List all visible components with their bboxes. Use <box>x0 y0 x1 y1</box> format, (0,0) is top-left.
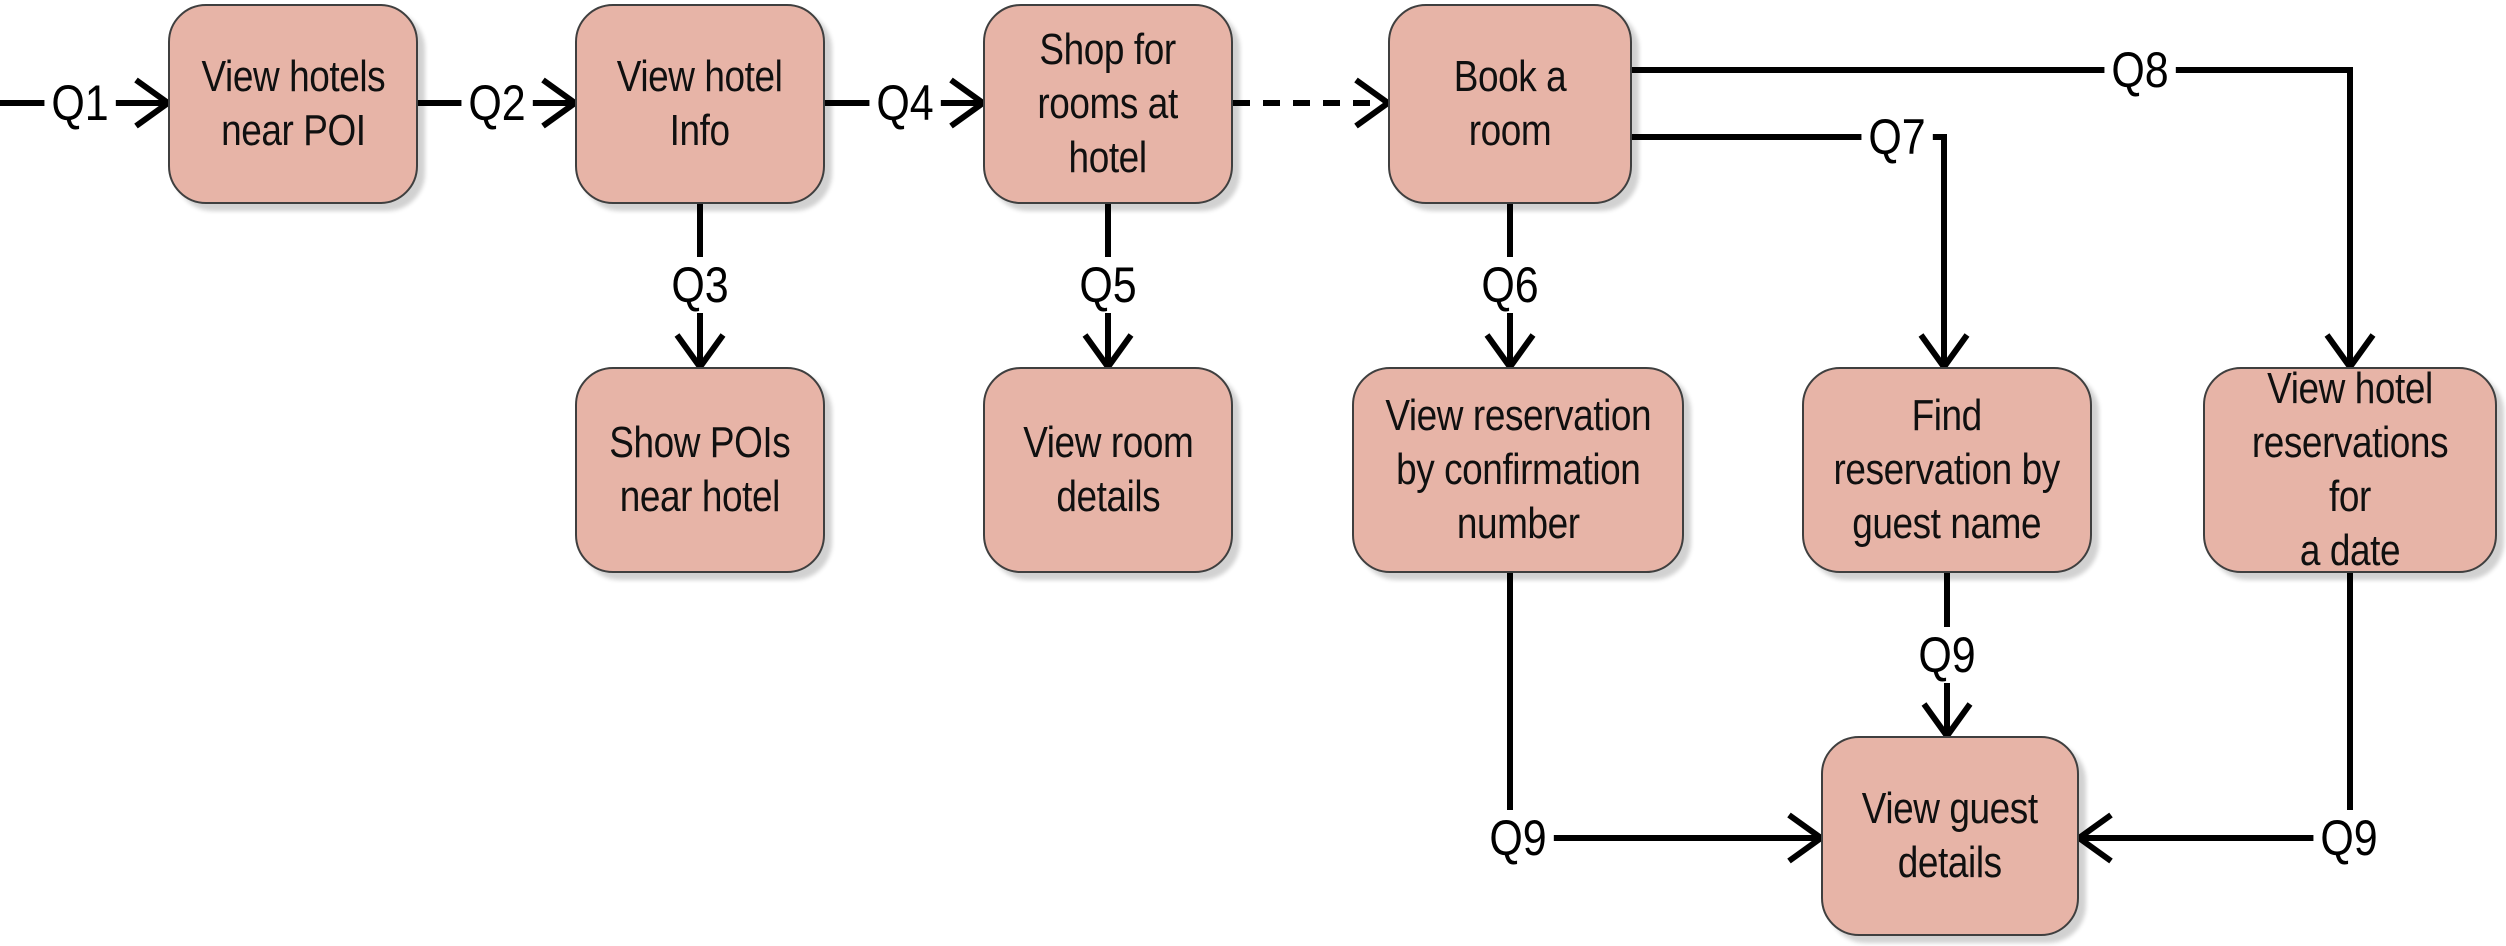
edge-label-q9-guest-name: Q9 <box>1911 627 1983 683</box>
node-label-find-reservation-by-guest-name: Find reservation by guest name <box>1833 391 2061 548</box>
node-find-reservation-by-guest-name: Find reservation by guest name <box>1802 367 2092 573</box>
edge-label-q2: Q2 <box>461 75 533 131</box>
node-label-view-reservation-by-confirmation-number: View reservation by confirmation number <box>1385 391 1651 548</box>
node-view-guest-details: View guest details <box>1821 736 2079 936</box>
node-label-view-hotel-info: View hotel Info <box>617 52 783 155</box>
node-label-view-room-details: View room details <box>1022 418 1194 521</box>
node-show-pois-near-hotel: Show POIs near hotel <box>575 367 825 573</box>
edge-label-q3: Q3 <box>664 257 736 313</box>
edge-label-q9-confirmation: Q9 <box>1482 810 1554 866</box>
edge-label-q5: Q5 <box>1072 257 1144 313</box>
node-label-book-a-room: Book a room <box>1453 52 1567 155</box>
arrowhead-q9-date <box>2073 812 2113 864</box>
edge-q7 <box>1632 134 1947 367</box>
node-view-hotel-reservations-for-a-date: View hotel reservations for a date <box>2203 364 2497 575</box>
node-label-view-hotels-near-poi: View hotels near POI <box>201 52 385 155</box>
edge-q9-date <box>2079 573 2353 841</box>
node-label-show-pois-near-hotel: Show POIs near hotel <box>609 418 791 521</box>
node-label-shop-for-rooms-at-hotel: Shop for rooms at hotel <box>1037 25 1179 182</box>
node-view-hotel-info: View hotel Info <box>575 4 825 204</box>
node-book-a-room: Book a room <box>1388 4 1632 204</box>
edge-label-q8: Q8 <box>2104 42 2176 98</box>
edge-label-q1: Q1 <box>44 75 116 131</box>
node-view-room-details: View room details <box>983 367 1233 573</box>
edge-q8 <box>1632 67 2353 367</box>
node-view-hotels-near-poi: View hotels near POI <box>168 4 418 204</box>
node-shop-for-rooms-at-hotel: Shop for rooms at hotel <box>983 4 1233 204</box>
node-label-view-guest-details: View guest details <box>1862 784 2038 887</box>
edge-label-q7: Q7 <box>1861 109 1933 165</box>
edge-label-q4: Q4 <box>869 75 941 131</box>
node-view-reservation-by-confirmation-number: View reservation by confirmation number <box>1352 367 1684 573</box>
edge-label-q9-date: Q9 <box>2313 810 2385 866</box>
edge-q9-confirmation <box>1507 573 1821 841</box>
node-label-view-hotel-reservations-for-a-date: View hotel reservations for a date <box>2251 364 2449 575</box>
edge-label-q6: Q6 <box>1474 257 1546 313</box>
